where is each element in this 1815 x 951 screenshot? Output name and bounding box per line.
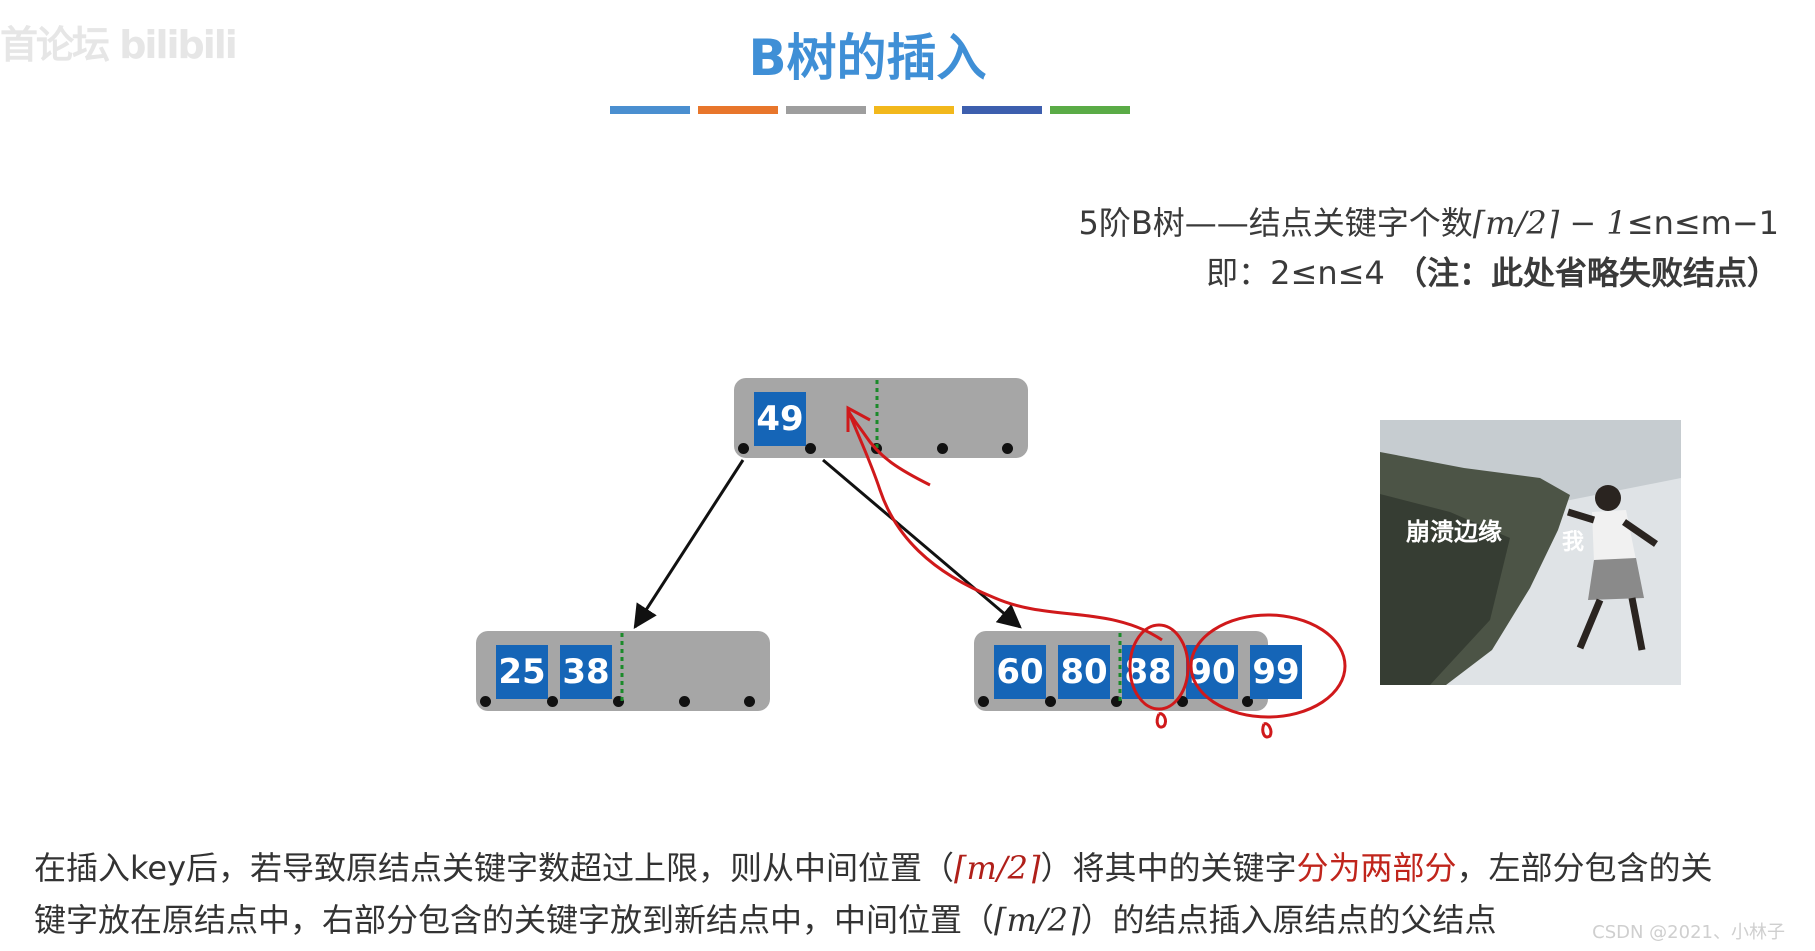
meme-caption: 崩溃边缘 <box>1406 518 1502 546</box>
watermark-logo: 首论坛 bilibili <box>0 23 238 67</box>
key-box: 60 <box>994 645 1046 699</box>
child-pointer <box>744 696 755 707</box>
child-pointer <box>1111 696 1122 707</box>
arrowhead-annotation <box>846 405 871 432</box>
overflow-key-box: 99 <box>1250 645 1302 699</box>
description-text: ）将其中的关键字 <box>1040 849 1297 887</box>
mark-annotation <box>1261 722 1273 739</box>
description-text: 在插入key后，若导致原结点关键字数超过上限，则从中间位置（ <box>34 849 955 887</box>
constraint-note: （注：此处省略失败结点） <box>1394 254 1779 292</box>
meme-image: 崩溃边缘 我 <box>1380 420 1681 685</box>
ceil-formula: ⌈m/2⌉ − 1 <box>1472 204 1627 242</box>
child-pointer <box>613 696 624 707</box>
meme-illustration <box>1380 420 1681 685</box>
meme-person-label: 我 <box>1562 530 1585 555</box>
mark-annotation <box>1155 712 1167 729</box>
child-pointer <box>1002 443 1013 454</box>
circle-annotation-right-keys <box>1189 613 1347 719</box>
constraint-range-text: 即：2≤n≤4 <box>1206 254 1395 292</box>
ceil-formula: ⌈m/2⌉ <box>954 849 1041 887</box>
promotion-arrow-annotation <box>846 409 1163 642</box>
child-pointer <box>1177 696 1188 707</box>
color-bar-segment <box>786 106 866 114</box>
key-box: 38 <box>560 645 612 699</box>
key-box: 80 <box>1058 645 1110 699</box>
child-pointer <box>547 696 558 707</box>
child-pointer <box>738 443 749 454</box>
color-bar-segment <box>610 106 690 114</box>
page-title: B树的插入 <box>748 29 987 87</box>
child-pointer <box>937 443 948 454</box>
insertion-rule-description: 在插入key后，若导致原结点关键字数超过上限，则从中间位置（⌈m/2⌉）将其中的… <box>34 842 1724 946</box>
color-bar-segment <box>698 106 778 114</box>
child-pointer <box>978 696 989 707</box>
child-pointer <box>1242 696 1253 707</box>
edge-arrow-left <box>633 459 745 630</box>
constraint-line-2: 即：2≤n≤4 （注：此处省略失败结点） <box>1019 248 1779 298</box>
description-text: ，左部分包含的关键字放在原结点中，右部分包含的关键字放到新结点中，中间位置（ <box>34 849 1713 939</box>
root-node: 49 <box>734 378 1028 458</box>
child-pointer <box>480 696 491 707</box>
color-bar-segment <box>962 106 1042 114</box>
color-bar-segment <box>1050 106 1130 114</box>
highlight-text: 分为两部分 <box>1296 849 1457 887</box>
key-box: 49 <box>754 392 806 446</box>
source-credit: CSDN @2021、小林子 <box>1592 922 1785 943</box>
ceil-formula: ⌈m/2⌉ <box>994 901 1081 939</box>
promotion-arrow-annotation <box>846 409 931 487</box>
child-pointer <box>1045 696 1056 707</box>
key-box: 25 <box>496 645 548 699</box>
color-bar-segment <box>874 106 954 114</box>
order-constraint-info: 5阶B树——结点关键字个数⌈m/2⌉ − 1≤n≤m−1 即：2≤n≤4 （注：… <box>1019 198 1779 298</box>
child-pointer <box>805 443 816 454</box>
constraint-line-1: 5阶B树——结点关键字个数⌈m/2⌉ − 1≤n≤m−1 <box>1019 198 1779 248</box>
edge-arrow-right <box>822 458 1022 629</box>
circle-annotation-middle-key <box>1128 623 1190 711</box>
constraint-text: 5阶B树——结点关键字个数 <box>1078 204 1473 242</box>
child-pointer <box>679 696 690 707</box>
constraint-range: ≤n≤m−1 <box>1626 204 1779 242</box>
description-text: ）的结点插入原结点的父结点 <box>1080 901 1497 939</box>
key-box: 90 <box>1186 645 1238 699</box>
